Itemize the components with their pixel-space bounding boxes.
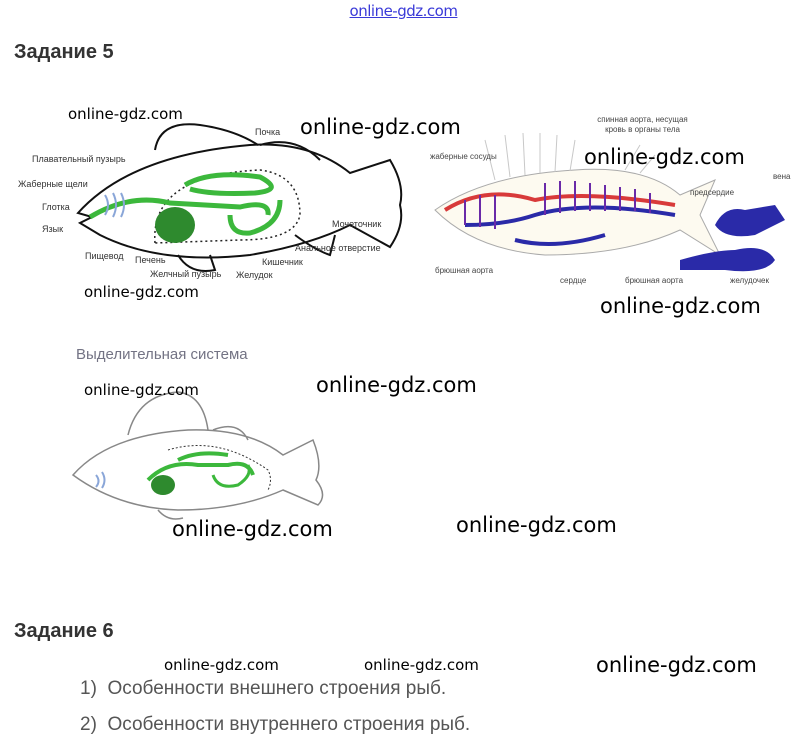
watermark: online-gdz.com xyxy=(68,105,183,123)
watermark: online-gdz.com xyxy=(300,115,461,139)
label-dorsal-aorta: спинная аорта, несущая кровь в органы те… xyxy=(597,115,688,134)
label-anus: Анальное отверстие xyxy=(295,243,381,253)
label-ventricle: желудочек xyxy=(730,276,769,285)
watermark: online-gdz.com xyxy=(164,656,279,674)
label-gill-slits: Жаберные щели xyxy=(18,179,88,189)
circulatory-system-diagram: жаберные сосуды спинная аорта, несущая к… xyxy=(430,115,791,285)
label-esophagus: Пищевод xyxy=(85,251,124,261)
watermark: online-gdz.com xyxy=(84,381,199,399)
label-stomach: Желудок xyxy=(236,270,273,280)
label-atrium: предсердие xyxy=(690,188,735,197)
watermark: online-gdz.com xyxy=(596,653,757,677)
label-swim-bladder: Плавательный пузырь xyxy=(32,154,126,164)
watermark: online-gdz.com xyxy=(584,145,745,169)
watermark: online-gdz.com xyxy=(600,294,761,318)
label-ventral-aorta: брюшная аорта xyxy=(435,266,494,275)
watermark: online-gdz.com xyxy=(456,513,617,537)
list-text: Особенности внешнего строения рыб. xyxy=(107,678,447,699)
label-pharynx: Глотка xyxy=(42,202,70,212)
label-gill-vessels: жаберные сосуды xyxy=(430,152,497,161)
list-number: 1) xyxy=(80,678,97,699)
label-intestine: Кишечник xyxy=(262,257,303,267)
label-ventral-aorta-heart: брюшная аорта xyxy=(625,276,684,285)
label-kidney: Почка xyxy=(255,127,280,137)
list-item: 2) Особенности внутреннего строения рыб. xyxy=(80,714,470,736)
label-gallbladder: Желчный пузырь xyxy=(150,269,222,279)
watermark: online-gdz.com xyxy=(364,656,479,674)
label-liver: Печень xyxy=(135,255,166,265)
list-number: 2) xyxy=(80,714,97,735)
task6-title: Задание 6 xyxy=(14,620,114,642)
digestive-system-diagram: Почка Плавательный пузырь Жаберные щели … xyxy=(18,123,403,280)
watermark: online-gdz.com xyxy=(316,373,477,397)
label-tongue: Язык xyxy=(42,224,63,234)
label-heart: сердце xyxy=(560,276,587,285)
list-text: Особенности внутреннего строения рыб. xyxy=(107,714,471,735)
task5-title: Задание 5 xyxy=(14,41,114,63)
list-item: 1) Особенности внешнего строения рыб. xyxy=(80,678,446,700)
site-header-link[interactable]: online-gdz.com xyxy=(349,2,458,20)
watermark: online-gdz.com xyxy=(84,283,199,301)
excretory-system-diagram xyxy=(71,391,324,520)
watermark: online-gdz.com xyxy=(172,517,333,541)
excretory-system-title: Выделительная система xyxy=(76,346,248,363)
label-ureter: Мочеточник xyxy=(332,219,381,229)
label-vein: вена xyxy=(773,172,791,181)
